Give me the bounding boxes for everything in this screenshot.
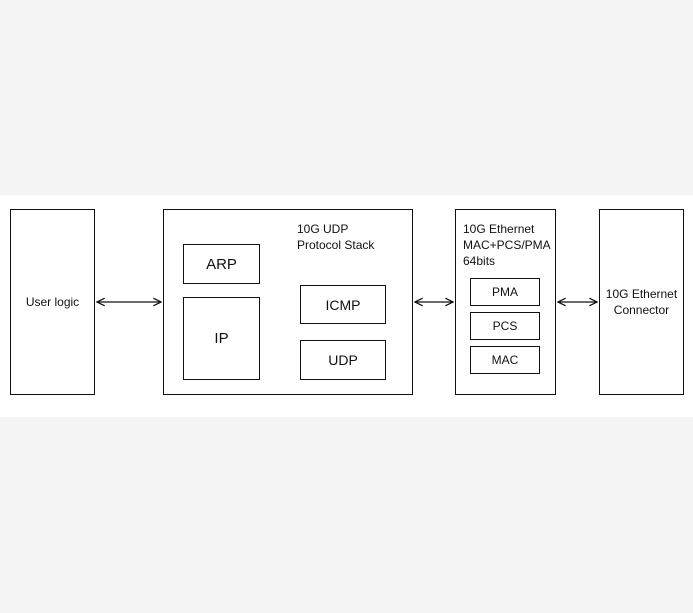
icmp-label: ICMP — [325, 296, 361, 313]
ethernet-mac-title: 10G Ethernet MAC+PCS/PMA 64bits — [463, 222, 551, 268]
pcs-label: PCS — [492, 319, 518, 333]
pma-block: PMA — [470, 278, 540, 306]
user-logic-block: User logic — [10, 209, 95, 395]
udp-stack-title: 10G UDP Protocol Stack — [297, 222, 375, 252]
ip-block: IP — [183, 297, 260, 380]
udp-label: UDP — [328, 352, 358, 368]
arp-label: ARP — [206, 255, 237, 273]
udp-block: UDP — [300, 340, 386, 380]
pma-label: PMA — [491, 285, 518, 299]
pcs-block: PCS — [470, 312, 540, 340]
ip-label: IP — [214, 330, 229, 347]
mac-label: MAC — [491, 353, 519, 367]
user-logic-label: User logic — [25, 295, 80, 309]
arp-block: ARP — [183, 244, 260, 284]
icmp-block: ICMP — [300, 285, 386, 324]
mac-block: MAC — [470, 346, 540, 374]
connector-label: 10G Ethernet Connector — [605, 287, 678, 317]
connector-block: 10G Ethernet Connector — [599, 209, 684, 395]
